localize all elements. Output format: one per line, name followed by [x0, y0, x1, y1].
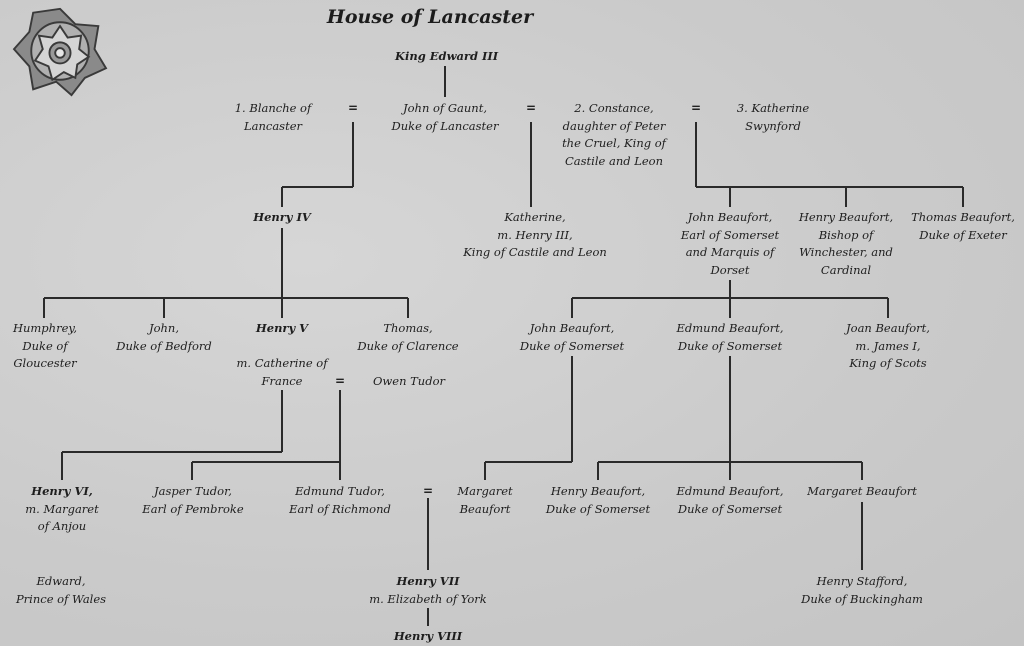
- node-line: Earl of Somerset: [680, 227, 780, 242]
- node-edmund-beaufort-2: Edmund Beaufort, Duke of Somerset: [672, 483, 788, 518]
- node-line: Duke of Somerset: [677, 501, 783, 516]
- node-line: daughter of Peter: [562, 118, 666, 133]
- node-john-beaufort-earl: John Beaufort, Earl of Somerset and Marq…: [676, 209, 784, 279]
- node-line: Swynford: [745, 118, 801, 133]
- node-line: Katherine,: [504, 210, 566, 224]
- node-line: m. Elizabeth of York: [369, 591, 487, 606]
- node-line: 1. Blanche of: [234, 101, 312, 115]
- node-line: 2. Constance,: [574, 101, 654, 115]
- node-line: John of Gaunt,: [403, 101, 487, 115]
- node-line: King of Castile and Leon: [463, 245, 607, 259]
- node-line: Thomas Beaufort,: [911, 210, 1015, 224]
- node-line: Duke of Bedford: [116, 338, 212, 353]
- node-edward-iii: King Edward III: [395, 49, 499, 63]
- node-jasper-tudor: Jasper Tudor, Earl of Pembroke: [138, 483, 248, 518]
- node-line: John Beaufort,: [529, 321, 615, 335]
- marriage-sign: =: [334, 374, 346, 388]
- tudor-rose-icon: [12, 7, 108, 97]
- node-line: Humphrey,: [12, 321, 78, 335]
- node-henry-vi: Henry VI, m. Margaret of Anjou: [16, 483, 108, 536]
- node-line: Duke of Buckingham: [801, 591, 923, 606]
- node-henry-v: Henry V: [255, 321, 309, 335]
- node-line: Duke of Somerset: [677, 338, 783, 353]
- node-line: Edmund Beaufort,: [676, 321, 784, 335]
- node-line: Henry Stafford,: [816, 574, 908, 588]
- node-john-bedford: John, Duke of Bedford: [110, 320, 218, 355]
- node-line: Edmund Beaufort,: [676, 484, 784, 498]
- node-line: King of Scots: [849, 356, 927, 370]
- node-line: Winchester, and: [799, 245, 893, 259]
- node-line: Beaufort: [459, 501, 511, 516]
- node-line: Dorset: [710, 262, 750, 277]
- node-margaret-beaufort-2: Margaret Beaufort: [807, 484, 917, 498]
- node-line: Henry VII: [396, 574, 460, 588]
- node-katherine-swynford: 3. Katherine Swynford: [726, 100, 820, 135]
- node-line: m. Margaret: [25, 501, 99, 516]
- node-line: Joan Beaufort,: [846, 321, 930, 335]
- node-blanche: 1. Blanche of Lancaster: [228, 100, 318, 135]
- node-line: Henry Beaufort,: [798, 210, 894, 224]
- node-line: m. James I,: [855, 338, 921, 353]
- node-henry-stafford: Henry Stafford, Duke of Buckingham: [796, 573, 928, 608]
- node-line: Jasper Tudor,: [154, 484, 232, 498]
- node-thomas-clarence: Thomas, Duke of Clarence: [352, 320, 464, 355]
- page-title: House of Lancaster: [326, 6, 534, 28]
- node-line: Lancaster: [243, 118, 303, 133]
- node-john-beaufort-duke: John Beaufort, Duke of Somerset: [516, 320, 628, 355]
- node-line: Henry VI,: [31, 484, 93, 498]
- node-line: Prince of Wales: [15, 591, 107, 606]
- marriage-sign: =: [525, 101, 537, 115]
- node-constance: 2. Constance, daughter of Peter the Crue…: [558, 100, 670, 170]
- node-owen-tudor: Owen Tudor: [373, 374, 445, 388]
- node-line: Duke of Clarence: [357, 338, 459, 353]
- node-line: Castile and Leon: [564, 153, 664, 168]
- node-henry-vii: Henry VII m. Elizabeth of York: [360, 573, 496, 608]
- node-line: Henry Beaufort,: [550, 484, 646, 498]
- node-line: John Beaufort,: [687, 210, 773, 224]
- node-line: m. Henry III,: [497, 227, 573, 242]
- node-john-of-gaunt: John of Gaunt, Duke of Lancaster: [390, 100, 500, 135]
- marriage-sign: =: [690, 101, 702, 115]
- node-line: the Cruel, King of: [562, 136, 666, 150]
- node-line: Duke of Lancaster: [391, 118, 499, 133]
- node-line: Edward,: [36, 574, 86, 588]
- node-catherine-of-france: m. Catherine of France: [228, 355, 336, 390]
- node-humphrey: Humphrey, Duke of Gloucester: [4, 320, 86, 373]
- node-edmund-beaufort-1: Edmund Beaufort, Duke of Somerset: [672, 320, 788, 355]
- node-thomas-beaufort: Thomas Beaufort, Duke of Exeter: [905, 209, 1021, 244]
- node-line: France: [261, 373, 303, 388]
- marriage-sign: =: [347, 101, 359, 115]
- node-edmund-tudor: Edmund Tudor, Earl of Richmond: [284, 483, 396, 518]
- node-line: and Marquis of: [685, 245, 775, 259]
- node-joan-beaufort: Joan Beaufort, m. James I, King of Scots: [834, 320, 942, 373]
- node-henry-viii: Henry VIII: [393, 629, 463, 643]
- node-edward-prince-of-wales: Edward, Prince of Wales: [8, 573, 114, 608]
- node-line: Gloucester: [13, 356, 77, 370]
- marriage-sign: =: [422, 484, 434, 498]
- node-line: Duke of Somerset: [545, 501, 651, 516]
- node-line: of Anjou: [37, 519, 87, 533]
- node-line: John,: [148, 321, 179, 335]
- node-line: Edmund Tudor,: [295, 484, 385, 498]
- node-line: Duke of Somerset: [519, 338, 625, 353]
- node-line: 3. Katherine: [736, 101, 810, 115]
- node-line: Cardinal: [820, 262, 872, 277]
- node-katherine-castile: Katherine, m. Henry III, King of Castile…: [460, 209, 610, 262]
- node-henry-iv: Henry IV: [253, 210, 311, 224]
- node-line: Margaret: [457, 484, 513, 498]
- node-henry-beaufort-bishop: Henry Beaufort, Bishop of Winchester, an…: [792, 209, 900, 279]
- node-line: Bishop of: [818, 227, 874, 242]
- node-line: Earl of Richmond: [289, 501, 391, 516]
- node-line: Earl of Pembroke: [142, 501, 244, 516]
- node-line: m. Catherine of: [236, 356, 328, 370]
- node-line: Duke of: [22, 338, 68, 353]
- node-henry-beaufort-duke: Henry Beaufort, Duke of Somerset: [540, 483, 656, 518]
- node-margaret-beaufort-1: Margaret Beaufort: [450, 483, 520, 518]
- node-line: Thomas,: [383, 321, 433, 335]
- node-line: Duke of Exeter: [919, 227, 1007, 242]
